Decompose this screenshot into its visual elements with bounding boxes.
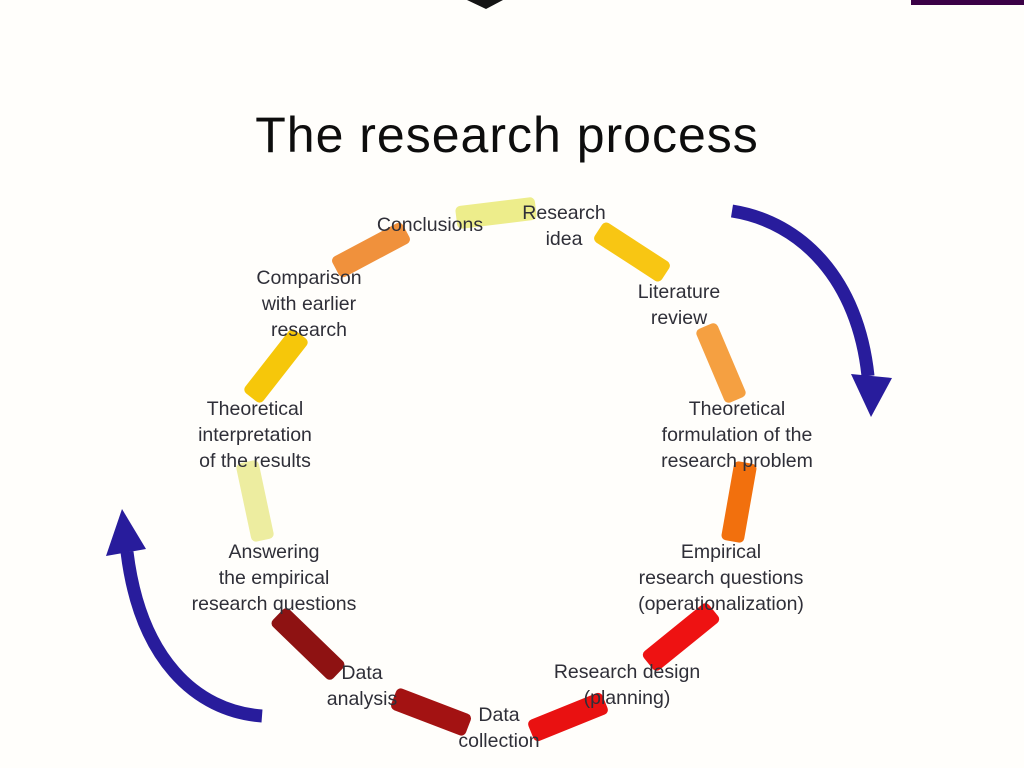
cycle-arrow-left-shaft	[120, 551, 263, 723]
label-data-collection: Data collection	[458, 704, 540, 752]
label-answering-empirical-questions: Answering the empirical research questio…	[191, 541, 357, 615]
cycle-arrow-right-shaft	[730, 204, 875, 377]
label-theoretical-interpretation: Theoretical interpretation of the result…	[198, 398, 312, 472]
label-data-analysis: Data analysis	[326, 662, 398, 710]
label-theoretical-formulation: Theoretical formulation of the research …	[661, 398, 813, 472]
arc-segment-right-upper	[696, 323, 746, 403]
cycle-arrow-left-head-icon	[106, 509, 146, 556]
label-research-design: Research design (planning)	[553, 661, 701, 709]
label-conclusions: Conclusions	[376, 214, 484, 236]
label-comparison-earlier-research: Comparison with earlier research	[256, 267, 362, 341]
arc-segment-bottom-left	[390, 688, 472, 736]
arc-segment-lower-left	[271, 608, 345, 680]
label-literature-review: Literature review	[637, 281, 721, 329]
cycle-arrow-right-head-icon	[851, 374, 892, 417]
arc-segment-upper-left	[332, 222, 410, 278]
label-research-idea: Research idea	[522, 202, 606, 250]
arc-segment-upper-right	[594, 222, 670, 282]
top-glyph	[467, 0, 503, 9]
arc-segment-lower-right	[642, 603, 720, 671]
arc-segment-left-upper	[244, 329, 308, 403]
cycle-arrows	[106, 204, 892, 723]
arc-segment-right-lower	[721, 461, 757, 543]
arc-segment-bottom-right	[528, 692, 608, 742]
page-title: The research process	[255, 107, 759, 163]
top-right-bar	[911, 0, 1024, 5]
arc-segments	[236, 197, 757, 742]
arc-segment-top	[455, 197, 537, 229]
label-empirical-research-questions: Empirical research questions (operationa…	[638, 541, 804, 615]
arc-segment-left-lower	[236, 460, 274, 542]
